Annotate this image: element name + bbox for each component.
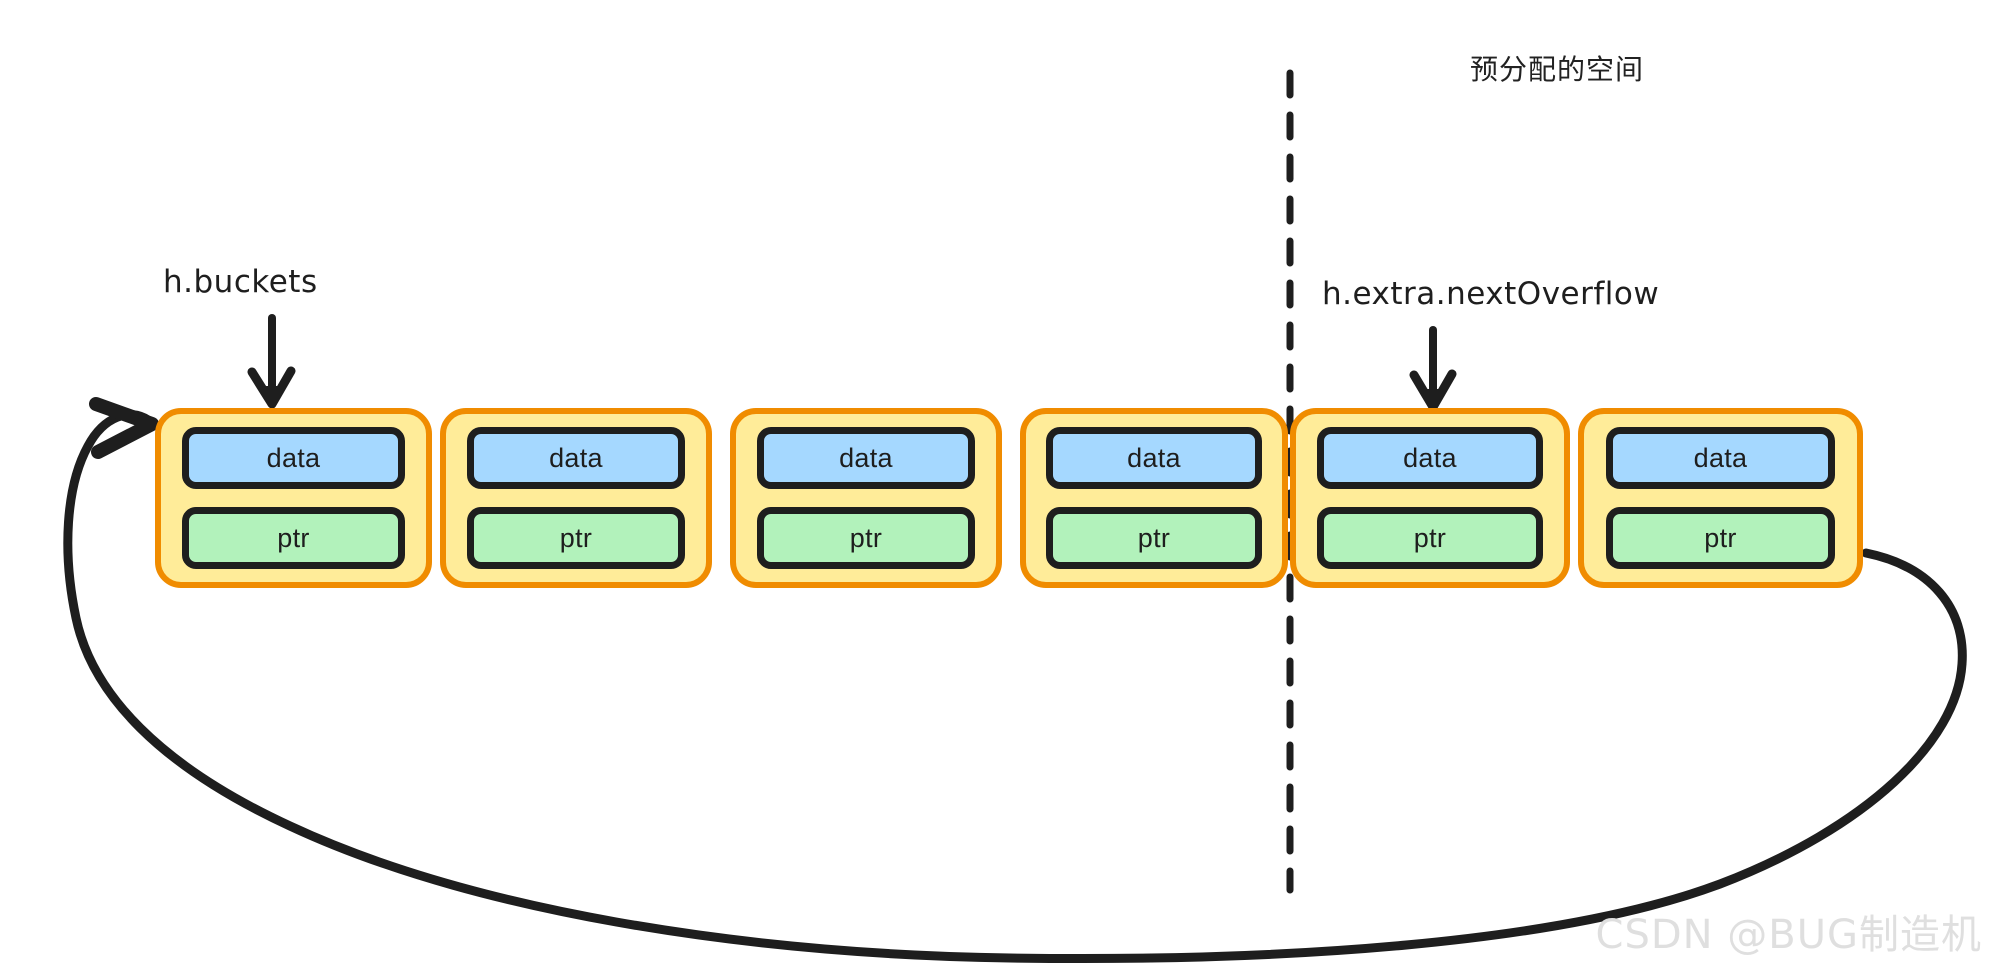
bucket-5-ptr-slot[interactable]: ptr: [1605, 507, 1836, 569]
bucket-0-data-slot[interactable]: data: [182, 427, 405, 489]
bucket-cell-5[interactable]: data ptr: [1578, 408, 1863, 588]
h-extra-nextoverflow-arrow: [1409, 326, 1457, 412]
bucket-3-ptr-slot[interactable]: ptr: [1046, 507, 1262, 569]
bucket-2-data-slot[interactable]: data: [756, 427, 976, 489]
csdn-watermark: CSDN @BUG制造机: [1595, 912, 1982, 958]
bucket-1-data-slot[interactable]: data: [466, 427, 686, 489]
preallocated-space-label: 预分配的空间: [1470, 53, 1645, 86]
bucket-cell-3[interactable]: data ptr: [1020, 408, 1288, 588]
h-buckets-arrow: [247, 314, 296, 409]
bucket-cell-4[interactable]: data ptr: [1290, 408, 1570, 588]
bucket-3-data-slot[interactable]: data: [1046, 427, 1262, 489]
bucket-0-ptr-slot[interactable]: ptr: [182, 507, 405, 569]
bucket-4-data-slot[interactable]: data: [1317, 427, 1543, 489]
bucket-cell-0[interactable]: data ptr: [155, 408, 432, 588]
bucket-5-data-slot[interactable]: data: [1605, 427, 1836, 489]
bucket-4-ptr-slot[interactable]: ptr: [1317, 507, 1543, 569]
bucket-2-ptr-slot[interactable]: ptr: [756, 507, 976, 569]
h-extra-nextoverflow-label: h.extra.nextOverflow: [1322, 276, 1660, 312]
bucket-1-ptr-slot[interactable]: ptr: [466, 507, 686, 569]
bucket-cell-1[interactable]: data ptr: [440, 408, 712, 588]
bucket-cell-2[interactable]: data ptr: [730, 408, 1002, 588]
h-buckets-label: h.buckets: [163, 264, 318, 300]
